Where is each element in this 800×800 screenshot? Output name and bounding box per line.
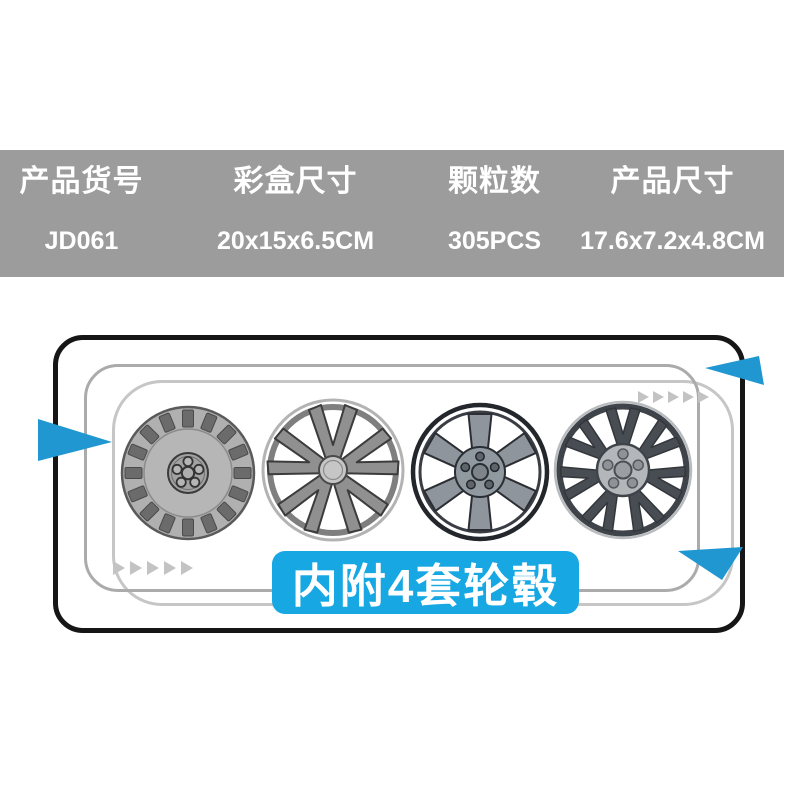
col-header-item-number: 产品货号 bbox=[19, 165, 144, 198]
banner-text: 内附4套轮毂 bbox=[291, 559, 560, 612]
col-header-piece-count: 颗粒数 bbox=[448, 165, 541, 198]
banner-includes-4-wheel-sets: 内附4套轮毂 bbox=[272, 551, 579, 614]
value-box-size: 20x15x6.5CM bbox=[216, 227, 375, 255]
mesh-y-spoke-wheel-icon bbox=[553, 400, 693, 540]
six-spoke-wheel-icon bbox=[410, 402, 550, 542]
col-header-box-size: 彩盒尺寸 bbox=[233, 165, 358, 198]
spec-table: 产品货号 彩盒尺寸 颗粒数 产品尺寸 JD061 20x15x6.5CM 305… bbox=[0, 150, 784, 412]
five-spoke-star-wheel-icon bbox=[261, 398, 405, 542]
value-item-number: JD061 bbox=[44, 227, 119, 255]
value-piece-count: 305PCS bbox=[447, 227, 542, 255]
turbofan-cover-wheel-icon bbox=[120, 405, 256, 541]
col-header-product-size: 产品尺寸 bbox=[610, 165, 735, 198]
value-product-size: 17.6x7.2x4.8CM bbox=[580, 227, 765, 255]
chevron-right-icons-bottom bbox=[113, 561, 193, 575]
chevron-right-icons-top bbox=[638, 391, 709, 403]
